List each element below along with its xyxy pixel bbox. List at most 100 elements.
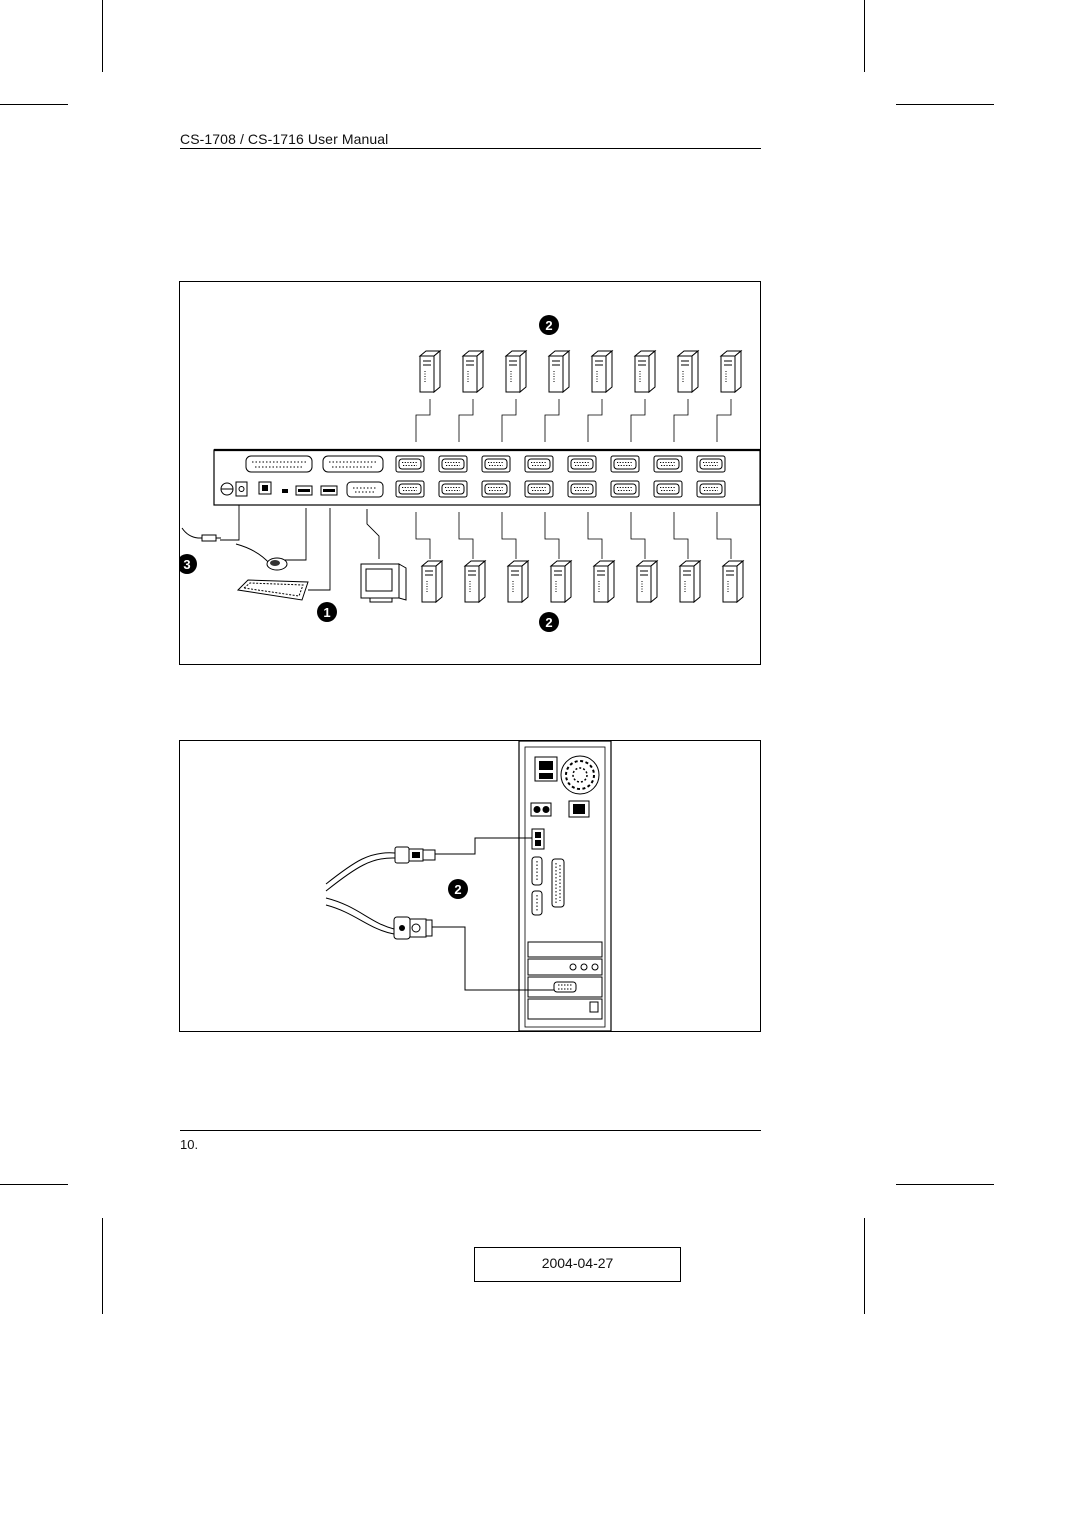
computer-connection-diagram: 2 (179, 740, 761, 1032)
computer-tower-icon (506, 559, 530, 604)
vga-port-icon (567, 480, 597, 498)
computer-tower-icon (590, 349, 614, 394)
computer-tower-icon (420, 559, 444, 604)
cable-lines-bottom (415, 512, 732, 559)
switch-icon (282, 489, 288, 493)
cable-line (716, 512, 732, 559)
computer-group-top (418, 349, 743, 394)
mouse-icon (235, 543, 288, 571)
vga-port-icon (438, 480, 468, 498)
date-stamp: 2004-04-27 (474, 1247, 681, 1282)
crop-mark (102, 1218, 103, 1314)
vga-port-icon (438, 455, 468, 473)
vga-port-icon (653, 480, 683, 498)
vga-port-icon (610, 480, 640, 498)
vga-port-icon (696, 480, 726, 498)
svg-text:2: 2 (545, 318, 552, 333)
vga-port-icon (696, 455, 726, 473)
power-jack-icon (220, 482, 234, 496)
crop-mark (864, 0, 865, 72)
firmware-port-icon (258, 481, 272, 495)
cable-line (630, 512, 646, 559)
vga-port-icon (524, 455, 554, 473)
cable-line (673, 512, 689, 559)
crop-mark (102, 0, 103, 72)
voltage-switch-icon (568, 800, 590, 818)
vga-port-icon (567, 455, 597, 473)
header-rule (180, 148, 761, 149)
computer-connection-drawing: 2 (325, 741, 612, 1031)
computer-tower-icon (719, 349, 743, 394)
fan-icon (560, 755, 600, 795)
computer-tower-icon (463, 559, 487, 604)
vga-port-icon (610, 455, 640, 473)
console-vga-port-icon (346, 481, 384, 498)
cable-line (415, 399, 431, 442)
audio-jack-icon (569, 963, 599, 971)
computer-tower-icon (633, 349, 657, 394)
usb-port-icon (295, 485, 313, 496)
page-number: 10. (180, 1137, 199, 1152)
cable-line (415, 512, 431, 559)
cable-line (458, 512, 474, 559)
usb-port-icon (531, 828, 545, 850)
computer-tower-icon (547, 349, 571, 394)
crop-mark (864, 1218, 865, 1314)
cable-line (630, 399, 646, 442)
callout-kvm-cable: 2 (448, 879, 468, 899)
usb-plug-icon (394, 846, 436, 864)
computer-tower-icon (635, 559, 659, 604)
power-socket-icon (235, 481, 248, 497)
cable-lines-top (415, 399, 732, 442)
page-header-title: CS-1708 / CS-1716 User Manual (180, 131, 389, 147)
cable-line (716, 399, 732, 442)
cable-line (673, 399, 689, 442)
vga-port-icon (481, 455, 511, 473)
usb-port-icon (320, 485, 338, 496)
vga-plug-icon (393, 916, 433, 940)
computer-tower-icon (676, 349, 700, 394)
svg-text:3: 3 (183, 557, 190, 572)
vga-port-icon (653, 455, 683, 473)
cpu-port-grid (395, 455, 726, 498)
installation-diagram-drawing: 2 3 1 2 (180, 315, 760, 632)
installation-diagram: 2 3 1 2 (179, 281, 761, 665)
computer-tower-icon (418, 349, 442, 394)
vga-port-icon (395, 455, 425, 473)
cable-line (544, 399, 560, 442)
speaker-plug-icon (181, 527, 221, 542)
serial-port-icon (531, 890, 543, 916)
kvm-switch-rear-panel (213, 448, 760, 506)
keyboard-icon (236, 579, 309, 601)
vga-port-icon (395, 480, 425, 498)
footer-rule (180, 1130, 761, 1131)
cable-line (587, 399, 603, 442)
computer-tower-icon (504, 349, 528, 394)
computer-group-bottom (420, 559, 745, 604)
parallel-port-icon (245, 455, 313, 473)
callout-monitor: 1 (317, 602, 337, 622)
cable-line (501, 399, 517, 442)
cable-line (587, 512, 603, 559)
crop-mark (896, 1184, 994, 1185)
cable-line (544, 512, 560, 559)
ps2-port-icon (530, 802, 552, 817)
crop-mark (0, 104, 68, 105)
kvm-cable (325, 837, 554, 991)
callout-computers-bottom: 2 (539, 612, 559, 632)
computer-rear-panel (518, 741, 612, 1031)
svg-text:2: 2 (454, 882, 461, 897)
vga-port-icon (524, 480, 554, 498)
computer-tower-icon (678, 559, 702, 604)
crop-mark (896, 104, 994, 105)
serial-port-icon (531, 856, 543, 886)
callout-console: 3 (180, 554, 197, 574)
cable-line (458, 399, 474, 442)
monitor-icon (360, 563, 407, 603)
computer-tower-icon (461, 349, 485, 394)
parallel-port-icon (551, 858, 565, 908)
parallel-port-icon (322, 455, 384, 473)
computer-tower-icon (592, 559, 616, 604)
vga-port-icon (553, 981, 577, 993)
svg-text:2: 2 (545, 615, 552, 630)
